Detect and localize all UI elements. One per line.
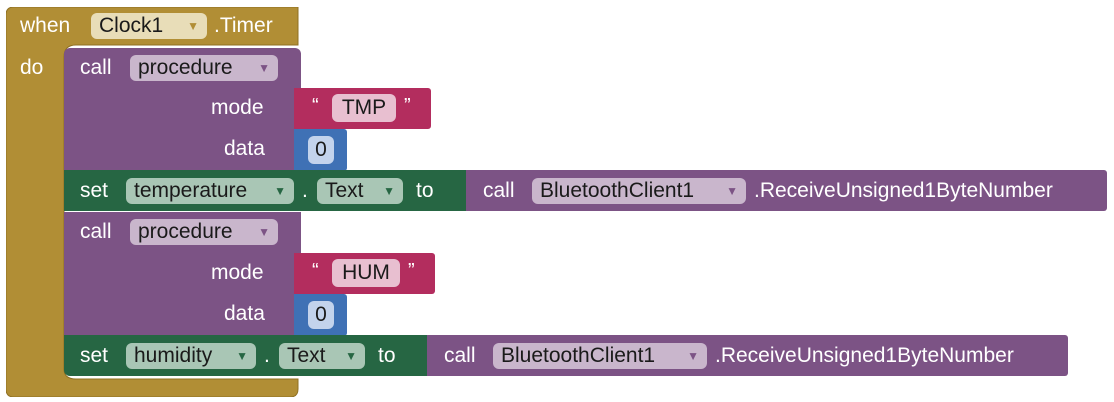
chevron-down-icon: ▼: [383, 184, 395, 198]
property-dropdown-label: Text: [287, 344, 326, 367]
event-name: .Timer: [214, 14, 273, 37]
chevron-down-icon: ▼: [345, 349, 357, 363]
when-keyword: when: [20, 14, 71, 37]
call-keyword: call: [444, 344, 476, 367]
property-dropdown-text[interactable]: Text ▼: [279, 343, 365, 369]
call-bluetooth-receive-block[interactable]: call BluetoothClient1 ▼ .ReceiveUnsigned…: [427, 335, 1068, 376]
component-dropdown-label: humidity: [134, 344, 213, 367]
procedure-dropdown-label: procedure: [138, 220, 233, 243]
do-keyword: do: [20, 56, 44, 79]
chevron-down-icon: ▼: [187, 19, 199, 33]
number-block[interactable]: 0: [294, 129, 347, 171]
text-block-hum[interactable]: “ HUM ”: [294, 253, 435, 294]
open-quote: “: [312, 260, 319, 282]
method-name: .ReceiveUnsigned1ByteNumber: [715, 344, 1014, 367]
number-value[interactable]: 0: [308, 136, 334, 164]
close-quote: ”: [408, 260, 415, 282]
chevron-down-icon: ▼: [687, 349, 699, 363]
set-keyword: set: [80, 344, 109, 367]
event-block-shape: [6, 7, 299, 397]
set-temperature-text-block[interactable]: set temperature ▼ . Text ▼ to: [64, 170, 472, 211]
call-keyword: call: [80, 56, 112, 79]
event-block-clock1-timer[interactable]: when Clock1 ▼ .Timer do: [6, 7, 299, 397]
component-dropdown-bluetoothclient1[interactable]: BluetoothClient1 ▼: [493, 343, 707, 369]
number-value[interactable]: 0: [308, 301, 334, 329]
number-block[interactable]: 0: [294, 294, 347, 336]
to-keyword: to: [378, 344, 396, 367]
dot-separator: .: [302, 179, 308, 202]
component-dropdown-temperature[interactable]: temperature ▼: [126, 178, 294, 204]
procedure-dropdown[interactable]: procedure ▼: [130, 55, 278, 81]
text-block-tmp[interactable]: “ TMP ”: [294, 88, 431, 129]
component-dropdown-label: BluetoothClient1: [501, 344, 656, 367]
call-keyword: call: [483, 179, 515, 202]
set-keyword: set: [80, 179, 109, 202]
method-name: .ReceiveUnsigned1ByteNumber: [754, 179, 1053, 202]
mode-param-label: mode: [211, 261, 264, 284]
text-value-hum[interactable]: HUM: [332, 259, 400, 287]
call-keyword: call: [80, 220, 112, 243]
mode-param-label: mode: [211, 96, 264, 119]
close-quote: ”: [404, 95, 411, 117]
chevron-down-icon: ▼: [236, 349, 248, 363]
chevron-down-icon: ▼: [726, 184, 738, 198]
text-value-tmp[interactable]: TMP: [332, 94, 396, 122]
call-procedure-block[interactable]: call procedure ▼ mode data: [64, 48, 301, 170]
chevron-down-icon: ▼: [258, 61, 270, 75]
call-bluetooth-receive-block[interactable]: call BluetoothClient1 ▼ .ReceiveUnsigned…: [466, 170, 1107, 211]
chevron-down-icon: ▼: [258, 225, 270, 239]
data-param-label: data: [224, 137, 265, 160]
property-dropdown-text[interactable]: Text ▼: [317, 178, 403, 204]
set-humidity-text-block[interactable]: set humidity ▼ . Text ▼ to: [64, 335, 433, 376]
procedure-dropdown-label: procedure: [138, 56, 233, 79]
component-dropdown-label: temperature: [134, 179, 248, 202]
procedure-dropdown[interactable]: procedure ▼: [130, 219, 278, 245]
open-quote: “: [312, 95, 319, 117]
to-keyword: to: [416, 179, 434, 202]
component-dropdown-label: Clock1: [99, 14, 164, 37]
component-dropdown-clock1[interactable]: Clock1 ▼: [91, 13, 207, 39]
dot-separator: .: [264, 344, 270, 367]
data-param-label: data: [224, 302, 265, 325]
call-procedure-block[interactable]: call procedure ▼ mode data: [64, 212, 301, 335]
property-dropdown-label: Text: [325, 179, 364, 202]
chevron-down-icon: ▼: [274, 184, 286, 198]
component-dropdown-humidity[interactable]: humidity ▼: [126, 343, 256, 369]
component-dropdown-label: BluetoothClient1: [540, 179, 695, 202]
component-dropdown-bluetoothclient1[interactable]: BluetoothClient1 ▼: [532, 178, 746, 204]
